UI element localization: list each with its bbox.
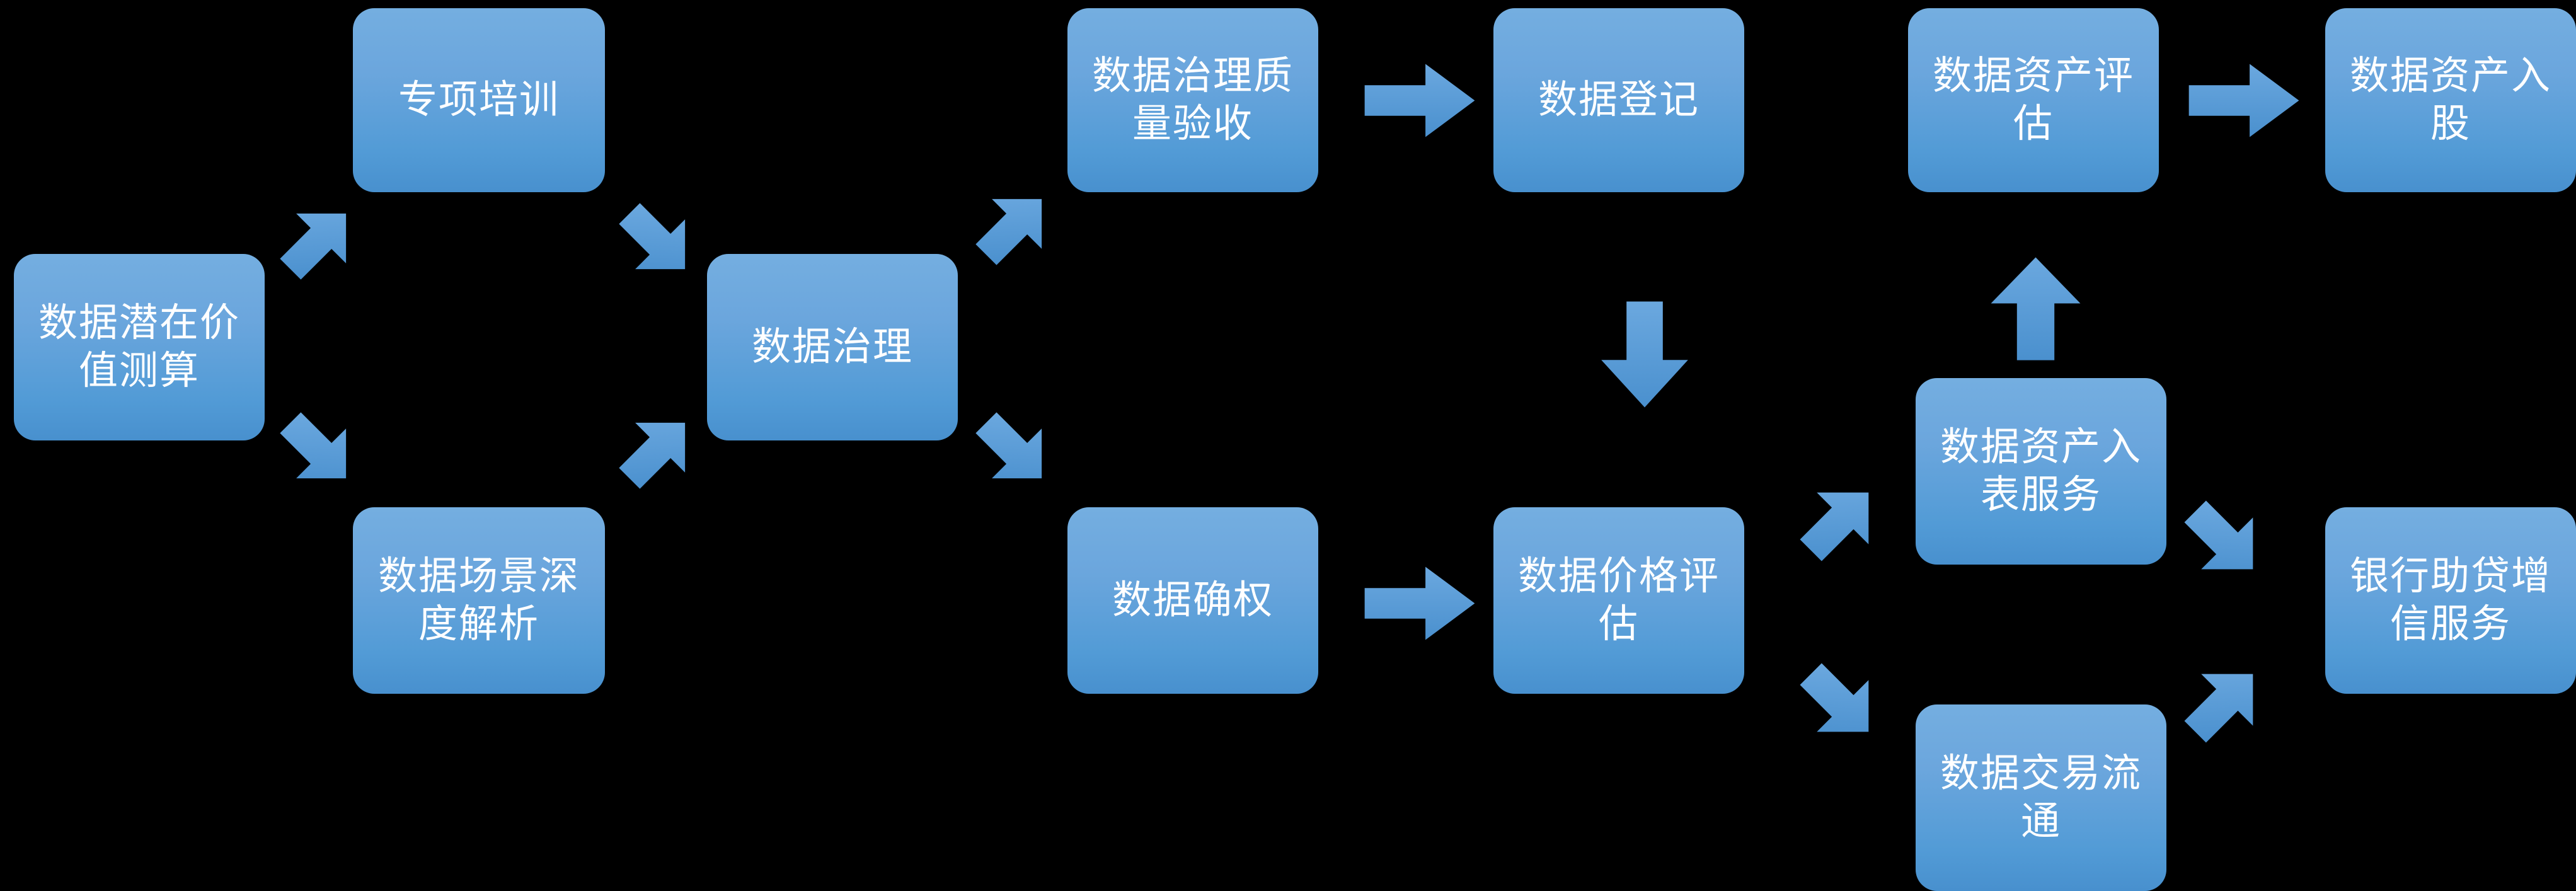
node-data-trading[interactable]: 数据交易流通 bbox=[1916, 704, 2166, 891]
node-label-asset-onbalance: 数据资产入表服务 bbox=[1940, 425, 2142, 517]
arrow-evaluation-to-equity-icon bbox=[2187, 58, 2301, 143]
node-label-data-rights: 数据确权 bbox=[1112, 578, 1274, 623]
node-label-data-governance: 数据治理 bbox=[751, 325, 913, 369]
node-price-evaluation[interactable]: 数据价格评估 bbox=[1493, 507, 1744, 694]
node-asset-equity[interactable]: 数据资产入股 bbox=[2325, 8, 2576, 192]
node-label-potential-value: 数据潜在价值测算 bbox=[38, 301, 240, 393]
node-label-price-evaluation: 数据价格评估 bbox=[1517, 555, 1720, 646]
node-data-rights[interactable]: 数据确权 bbox=[1067, 507, 1318, 694]
node-label-quality-acceptance: 数据治理质量验收 bbox=[1091, 54, 1294, 146]
arrow-training-to-governance-icon bbox=[616, 200, 698, 282]
node-label-bank-credit: 银行助贷增信服务 bbox=[2349, 555, 2551, 646]
node-asset-evaluation[interactable]: 数据资产评估 bbox=[1908, 8, 2159, 192]
node-scene-analysis[interactable]: 数据场景深度解析 bbox=[353, 507, 605, 694]
arrow-governance-to-rights-icon bbox=[973, 410, 1055, 491]
arrow-trading-to-bank-icon bbox=[2182, 660, 2267, 745]
node-quality-acceptance[interactable]: 数据治理质量验收 bbox=[1067, 8, 1318, 192]
node-potential-value[interactable]: 数据潜在价值测算 bbox=[14, 254, 265, 440]
node-asset-onbalance[interactable]: 数据资产入表服务 bbox=[1916, 378, 2166, 565]
node-bank-credit[interactable]: 银行助贷增信服务 bbox=[2325, 507, 2576, 694]
arrow-price-to-onbalance-icon bbox=[1797, 479, 1882, 564]
node-label-asset-equity: 数据资产入股 bbox=[2349, 54, 2551, 146]
node-label-special-training: 专项培训 bbox=[398, 78, 560, 122]
arrow-potential-to-training-icon bbox=[277, 200, 359, 282]
arrow-price-to-trading-icon bbox=[1797, 660, 1882, 745]
arrow-governance-to-quality-icon bbox=[973, 186, 1055, 268]
node-special-training[interactable]: 专项培训 bbox=[353, 8, 605, 192]
arrow-onbalance-to-evaluation-icon bbox=[1984, 255, 2088, 362]
arrow-quality-to-registration-icon bbox=[1362, 58, 1477, 143]
node-data-governance[interactable]: 数据治理 bbox=[707, 254, 958, 440]
arrow-potential-to-scene-icon bbox=[277, 410, 359, 491]
arrow-scene-to-governance-icon bbox=[616, 410, 698, 491]
node-label-scene-analysis: 数据场景深度解析 bbox=[377, 555, 580, 646]
arrow-registration-to-price-icon bbox=[1594, 299, 1695, 410]
node-label-asset-evaluation: 数据资产评估 bbox=[1932, 54, 2134, 146]
arrow-rights-to-price-icon bbox=[1362, 561, 1477, 646]
node-data-registration[interactable]: 数据登记 bbox=[1493, 8, 1744, 192]
arrow-onbalance-to-bank-icon bbox=[2182, 498, 2267, 583]
node-label-data-trading: 数据交易流通 bbox=[1940, 752, 2142, 843]
node-label-data-registration: 数据登记 bbox=[1538, 78, 1699, 122]
